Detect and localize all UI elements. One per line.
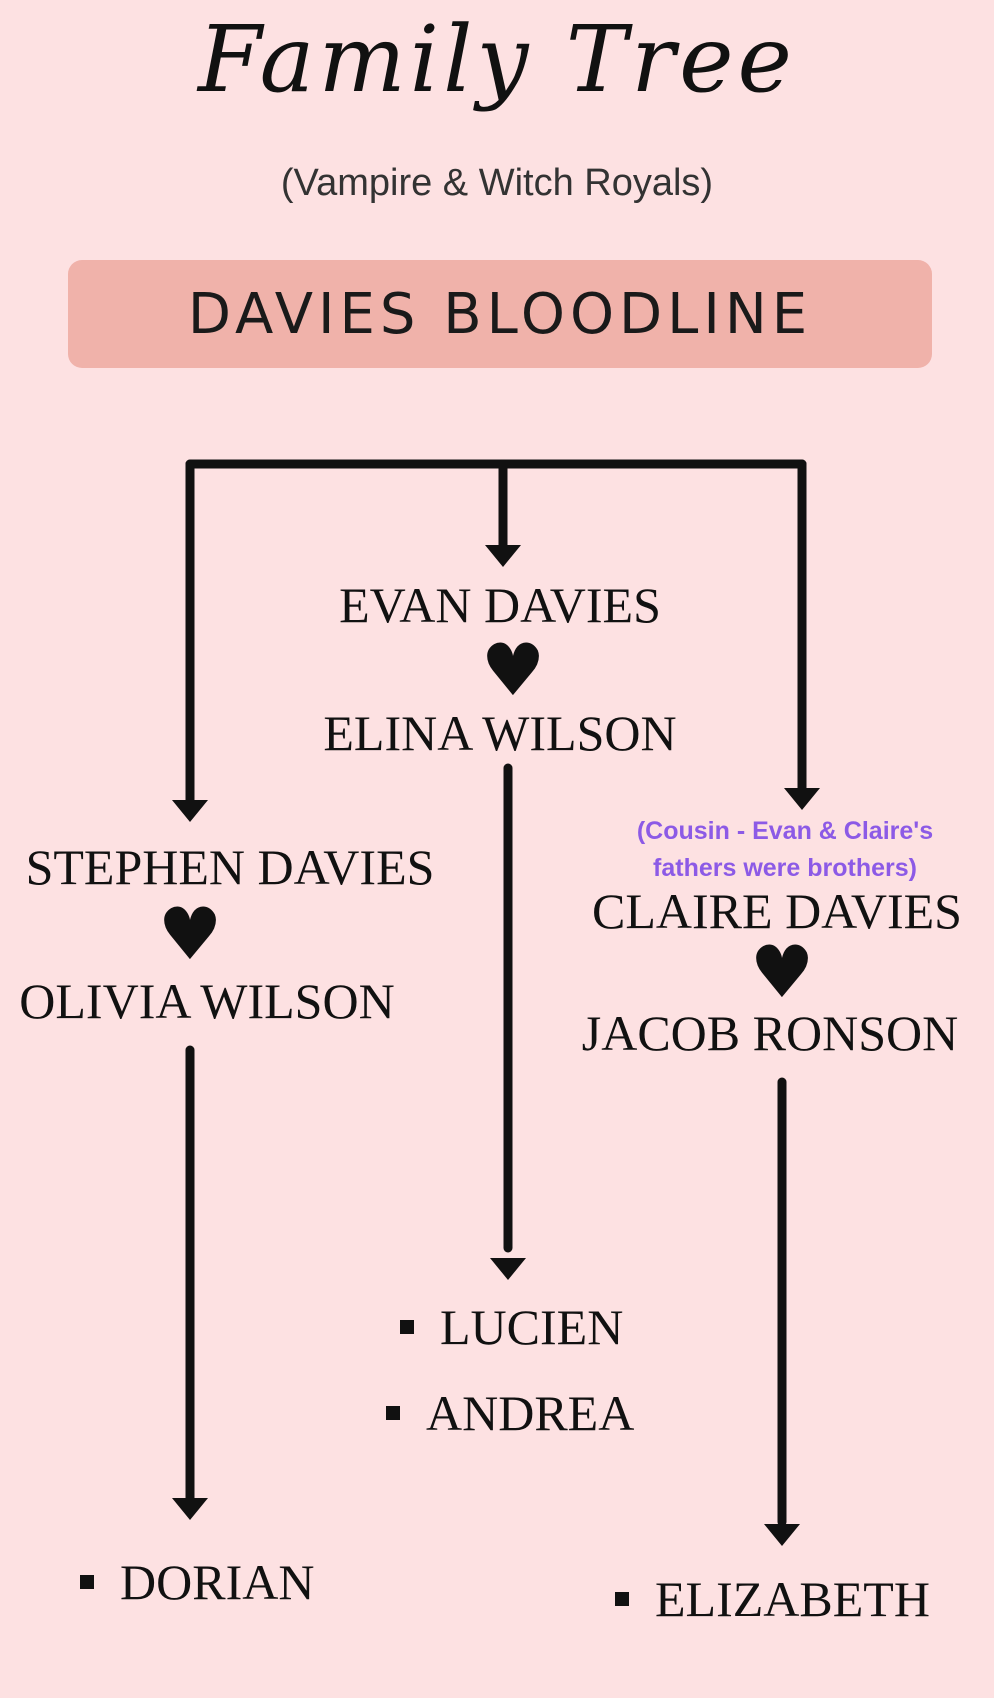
bloodline-banner: DAVIES BLOODLINE xyxy=(68,260,932,368)
bloodline-banner-label: DAVIES BLOODLINE xyxy=(187,281,813,347)
heart-icon: ♥ xyxy=(480,628,546,712)
page-title: Family Tree xyxy=(198,6,796,113)
arrowhead-evan-children xyxy=(490,1258,526,1280)
olivia-wilson-name: OLIVIA WILSON xyxy=(19,973,395,1029)
stephen-davies-name: STEPHEN DAVIES xyxy=(25,839,435,895)
heart-icon: ♥ xyxy=(157,892,223,976)
evan-davies-name: EVAN DAVIES xyxy=(339,577,661,633)
square-bullet-icon xyxy=(386,1405,400,1420)
page-subtitle: (Vampire & Witch Royals) xyxy=(280,162,714,204)
elina-wilson-name: ELINA WILSON xyxy=(323,705,677,761)
child-lucien: LUCIEN xyxy=(400,1298,623,1356)
heart-icon: ♥ xyxy=(749,930,815,1014)
square-bullet-icon xyxy=(400,1319,414,1334)
arrowhead-claire xyxy=(784,788,820,810)
cousin-note-line1: (Cousin - Evan & Claire's xyxy=(636,817,934,845)
square-bullet-icon xyxy=(80,1574,94,1589)
claire-davies-name: CLAIRE DAVIES xyxy=(592,883,962,939)
child-dorian: DORIAN xyxy=(80,1553,314,1611)
child-andrea: ANDREA xyxy=(386,1384,634,1442)
arrowhead-stephen xyxy=(172,800,208,822)
square-bullet-icon xyxy=(615,1591,629,1606)
child-elizabeth: ELIZABETH xyxy=(615,1570,930,1628)
arrowhead-evan xyxy=(485,545,521,567)
arrowhead-claire-children xyxy=(764,1524,800,1546)
cousin-note-line2: fathers were brothers) xyxy=(653,854,917,882)
arrowhead-stephen-children xyxy=(172,1498,208,1520)
jacob-ronson-name: JACOB RONSON xyxy=(581,1005,959,1061)
